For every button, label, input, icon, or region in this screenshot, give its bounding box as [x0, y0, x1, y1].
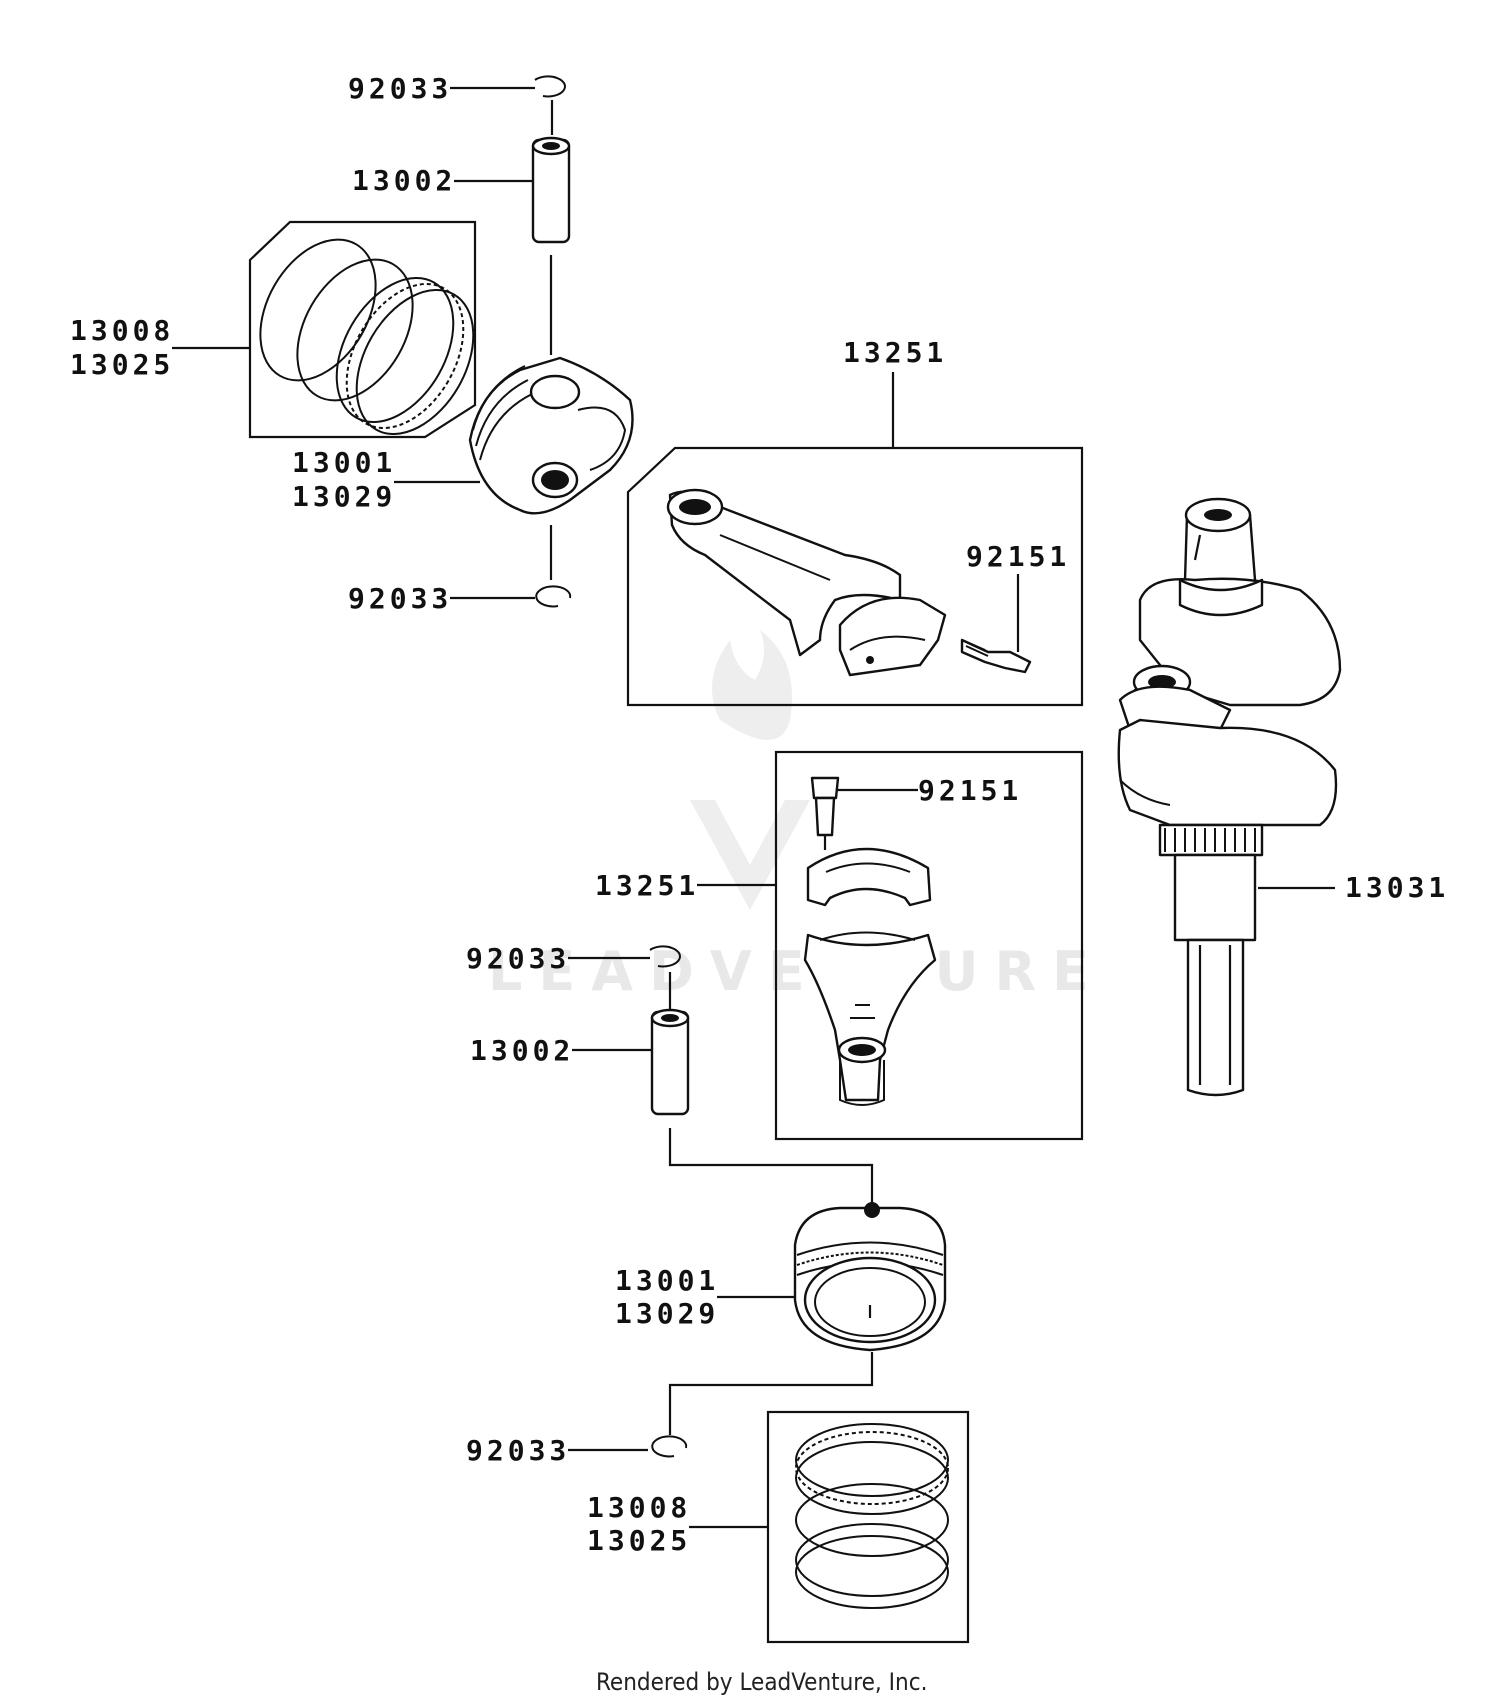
circlip-low-2[interactable]: 92033 [466, 1434, 688, 1467]
label-piston-top-b: 13029 [292, 480, 396, 513]
label-rings-low-b: 13025 [587, 1524, 691, 1557]
watermark: LEADVENTURE [488, 630, 1105, 1003]
circlip-top-2[interactable]: 92033 [348, 582, 572, 615]
label-bolt-mid: 92151 [918, 774, 1022, 807]
label-rings-top-a: 13008 [70, 314, 174, 347]
label-circlip-top-2: 92033 [348, 582, 452, 615]
piston-low[interactable]: 13001 13029 [615, 1202, 947, 1435]
piston-top[interactable]: 13001 13029 [292, 356, 634, 580]
footer-credit: Rendered by LeadVenture, Inc. [596, 1668, 927, 1696]
label-piston-top-a: 13001 [292, 446, 396, 479]
crankshaft[interactable]: 13031 [1117, 497, 1450, 1097]
label-pin-low: 13002 [470, 1034, 574, 1067]
piston-rings-low[interactable]: 13008 13025 [587, 1410, 970, 1644]
label-piston-low-b: 13029 [615, 1297, 719, 1330]
watermark-text: LEADVENTURE [488, 940, 1105, 1003]
label-rings-top-b: 13025 [70, 348, 174, 381]
piston-pin-low[interactable]: 13002 [470, 1008, 874, 1208]
circlip-low-1[interactable]: 92033 [466, 942, 681, 1010]
label-circlip-low-2: 92033 [466, 1434, 570, 1467]
label-rod-top: 13251 [843, 336, 947, 369]
label-circlip-low-1: 92033 [466, 942, 570, 975]
label-circlip-top-1: 92033 [348, 72, 452, 105]
label-rod-mid: 13251 [595, 869, 699, 902]
label-piston-low-a: 13001 [615, 1264, 719, 1297]
circlip-top-1[interactable]: 92033 [348, 72, 566, 135]
label-crankshaft: 13031 [1345, 871, 1449, 904]
piston-rings-top[interactable]: 13008 13025 [70, 219, 497, 454]
label-pin-top: 13002 [352, 164, 456, 197]
piston-pin-top[interactable]: 13002 [352, 136, 571, 355]
connecting-rod-middle[interactable]: 13251 92151 [595, 750, 1084, 1141]
label-bolt-top: 92151 [966, 540, 1070, 573]
label-rings-low-a: 13008 [587, 1491, 691, 1524]
connecting-rod-top[interactable]: 13251 92151 [626, 336, 1084, 707]
